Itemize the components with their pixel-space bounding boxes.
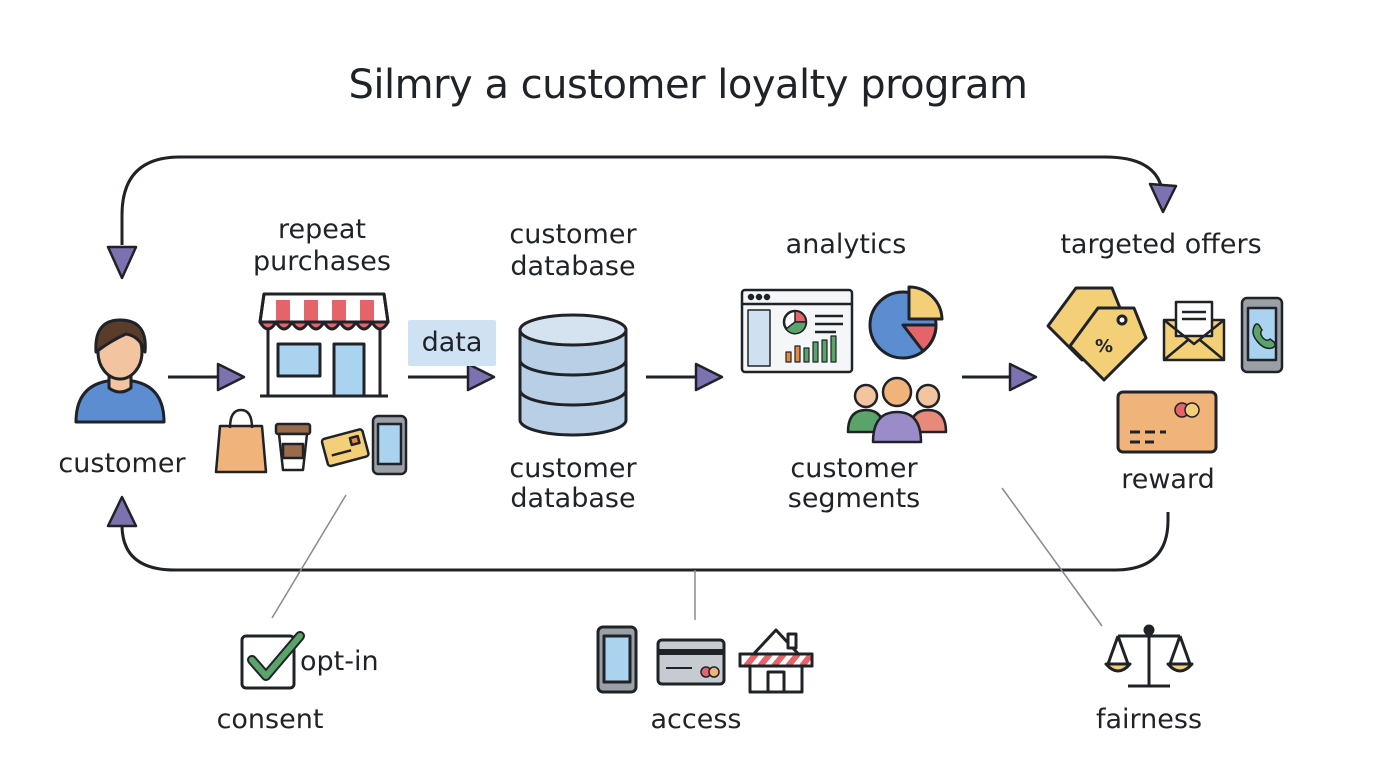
- arrow-database-to-analytics: [646, 362, 724, 392]
- principle-connectors: [271, 487, 1103, 627]
- discount-tags-icon: %: [1046, 286, 1148, 382]
- balance-scale-icon: [1104, 624, 1194, 688]
- opt-in-label: opt-in: [300, 646, 379, 677]
- top-loop-arrow: [106, 155, 1178, 280]
- targeted-offers-label: targeted offers: [1060, 229, 1262, 260]
- analytics-label: analytics: [785, 229, 907, 260]
- data-edge-label: data: [421, 327, 483, 358]
- database-cylinder-icon: [518, 313, 628, 437]
- access-home-barrier-icon: [738, 628, 814, 694]
- repeat-purchases-label-line1: repeat: [277, 214, 366, 245]
- shopping-bag-icon: [214, 408, 268, 474]
- customer-database-top-line1: customer: [509, 219, 637, 250]
- coffee-cup-icon: [274, 422, 312, 472]
- customer-label: customer: [58, 448, 186, 479]
- checkbox-checked-icon: [240, 631, 305, 690]
- pie-chart-icon: [868, 285, 944, 360]
- arrow-customer-to-store: [168, 362, 246, 392]
- phone-call-icon: [1240, 296, 1284, 374]
- customer-database-bottom-line2: database: [510, 483, 636, 514]
- bottom-loop-arrow: [106, 495, 1170, 572]
- svg-text:%: %: [1095, 336, 1113, 357]
- consent-label: consent: [216, 704, 324, 735]
- flow-arrows: [168, 362, 1038, 392]
- page-title: Silmry a customer loyalty program: [348, 62, 1028, 108]
- reward-label: reward: [1121, 464, 1215, 495]
- access-card-icon: [656, 638, 726, 686]
- customer-segments-label-line1: customer: [790, 453, 918, 484]
- envelope-offer-icon: [1162, 300, 1226, 362]
- customer-segments-people-icon: [846, 376, 948, 444]
- data-label-highlight: [408, 320, 496, 366]
- arrow-analytics-to-offers: [962, 362, 1038, 392]
- analytics-dashboard-icon: [740, 288, 854, 374]
- fairness-label: fairness: [1095, 704, 1203, 735]
- access-label: access: [650, 704, 742, 735]
- customer-database-top-line2: database: [510, 251, 636, 282]
- storefront-icon: [258, 292, 390, 398]
- payment-card-icon: [320, 428, 370, 468]
- phone-icon: [371, 414, 408, 476]
- customer-segments-label-line2: segments: [787, 483, 921, 514]
- repeat-purchases-label-line2: purchases: [252, 246, 391, 277]
- access-phone-icon: [596, 625, 638, 694]
- reward-card-icon: [1116, 390, 1218, 454]
- customer-person-icon: [74, 318, 166, 424]
- customer-database-bottom-line1: customer: [509, 453, 637, 484]
- arrow-store-to-database: [408, 362, 496, 392]
